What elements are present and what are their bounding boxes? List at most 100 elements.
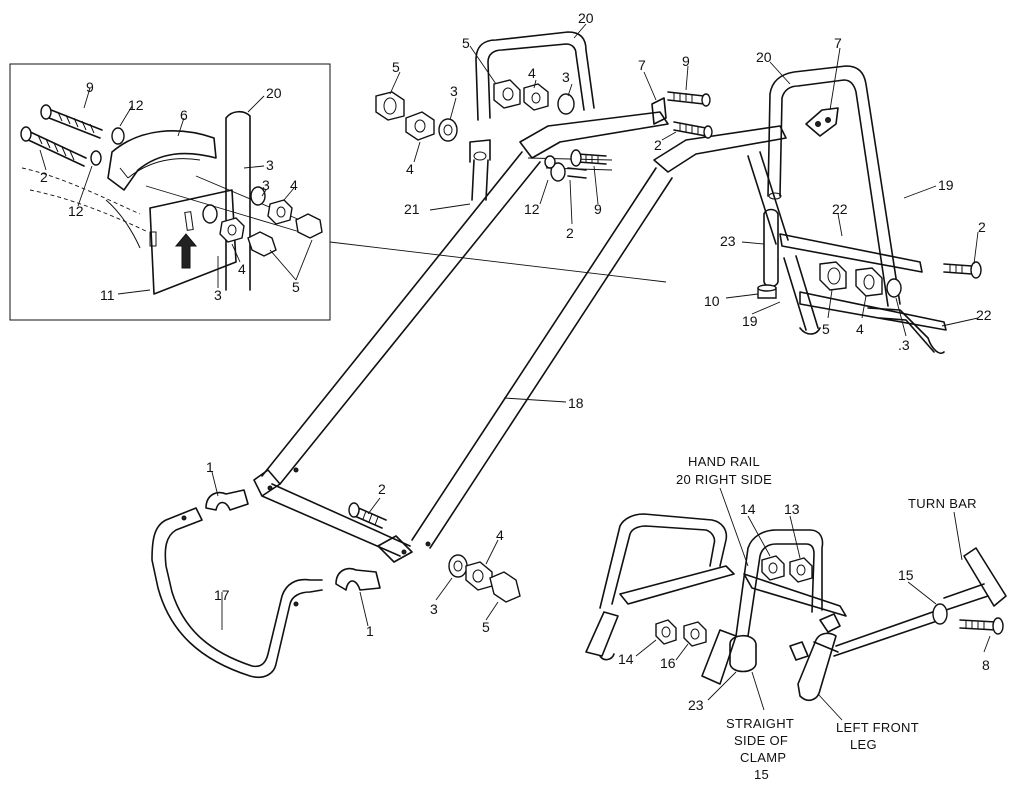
turn-bar-assembly [585,487,1007,721]
callout: 4 [528,65,536,81]
left-front-leg-label: LEG [850,737,877,752]
callout: 13 [784,501,800,517]
callout: 23 [688,697,704,713]
callout: 1 [206,459,214,475]
callout: 16 [660,655,676,671]
callout: 15 [898,567,914,583]
callout: 5 [822,321,830,337]
callout: 7 [638,57,646,73]
callout: 3 [430,601,438,617]
inset-callout: 4 [290,177,298,193]
callout: 2 [978,219,986,235]
callout: 1 [366,623,374,639]
callout: 19 [742,313,758,329]
up-arrow-icon [174,233,198,269]
bracket-7-rear [651,97,667,125]
turn-handle-left [599,513,735,609]
inset-callout: 6 [180,107,188,123]
bracket-7-front [805,107,839,137]
left-front-leg [797,632,837,702]
inset-bolt-9 [40,104,103,139]
callout: 5 [462,35,470,51]
callout: 4 [406,161,414,177]
bar-17 [151,507,323,679]
callout: 18 [568,395,584,411]
inset-cap-nut-5b [295,213,323,239]
callout: 23 [720,233,736,249]
inset-callout: 12 [128,97,144,113]
callout: 2 [378,481,386,497]
straight-side-label: SIDE OF [734,733,788,748]
tube-23 [763,208,779,288]
hand-rail-label: HAND RAIL [688,454,760,469]
inset-plate-11 [149,189,237,295]
inset-callout: 11 [100,287,115,303]
callout: 19 [938,177,954,193]
inset-callout: 20 [266,85,282,101]
straight-side-label: CLAMP [740,750,786,765]
inset-callout: 3 [266,157,274,173]
callout: .3 [898,337,910,353]
inset-connector-line [329,241,667,283]
callout: 4 [856,321,864,337]
callout: 14 [618,651,634,667]
inset-nut-4b [267,199,293,225]
callout: 9 [594,201,602,217]
callout: 10 [704,293,720,309]
callout: 20 [756,49,772,65]
bracket-21 [469,139,491,201]
callout: 7 [834,35,842,51]
inset-frame [9,63,331,321]
callout: 9 [682,53,690,69]
inset-callout-numbers: 9 12 20 6 2 12 3 3 4 4 11 3 5 [40,79,300,303]
callout: 2 [654,137,662,153]
callout: 22 [976,307,992,323]
turn-bar [833,583,989,657]
callout: 3 [562,69,570,85]
turn-bar-label: TURN BAR [908,496,977,511]
main-assembly [151,23,982,679]
crossbar-22-lower [799,291,947,331]
inset-cap-nut-5a [247,231,277,257]
inset-elbow-6 [107,130,217,191]
inset-callout: 4 [238,261,246,277]
hardware-right [819,261,982,298]
straight-side-label: STRAIGHT [726,716,794,731]
callout: 17 [214,587,230,603]
inset-callout: 5 [292,279,300,295]
legs-19 [747,151,821,335]
callout: 14 [740,501,756,517]
left-front-leg-label: LEFT FRONT [836,720,919,735]
callout: 3 [450,83,458,99]
callout: 5 [392,59,400,75]
inset-nut-4a [219,217,245,243]
callout-numbers: 20 5 4 3 7 9 5 4 3 2 21 12 2 9 20 7 19 2… [206,10,992,713]
callout: 21 [404,201,420,217]
handle-20-rear [475,31,595,121]
inset-washer-12a [111,127,125,145]
clamp-23 [701,629,737,685]
callout: 2 [566,225,574,241]
inset-washer-12b [90,150,102,166]
frame-18 [261,111,787,549]
handle-20-front [767,65,901,307]
inset-bolt-2 [20,126,87,167]
inset-tube-20 [225,110,251,291]
callout: 8 [982,657,990,673]
inset-callout: 3 [262,177,270,193]
inset-callout: 2 [40,169,48,185]
callout: 12 [524,201,540,217]
inset-callout: 3 [214,287,222,303]
text-captions: HAND RAIL 20 RIGHT SIDE TURN BAR STRAIGH… [676,454,977,782]
crossbar-22-upper [779,233,923,273]
callout: 20 [578,10,594,26]
callout: 22 [832,201,848,217]
hand-rail-label: 20 RIGHT SIDE [676,472,772,487]
inset-detail [9,63,331,321]
straight-side-label: 15 [754,767,769,782]
callout: 5 [482,619,490,635]
bolts-top [544,91,713,182]
inset-washer-3b [250,186,266,206]
callout: 4 [496,527,504,543]
